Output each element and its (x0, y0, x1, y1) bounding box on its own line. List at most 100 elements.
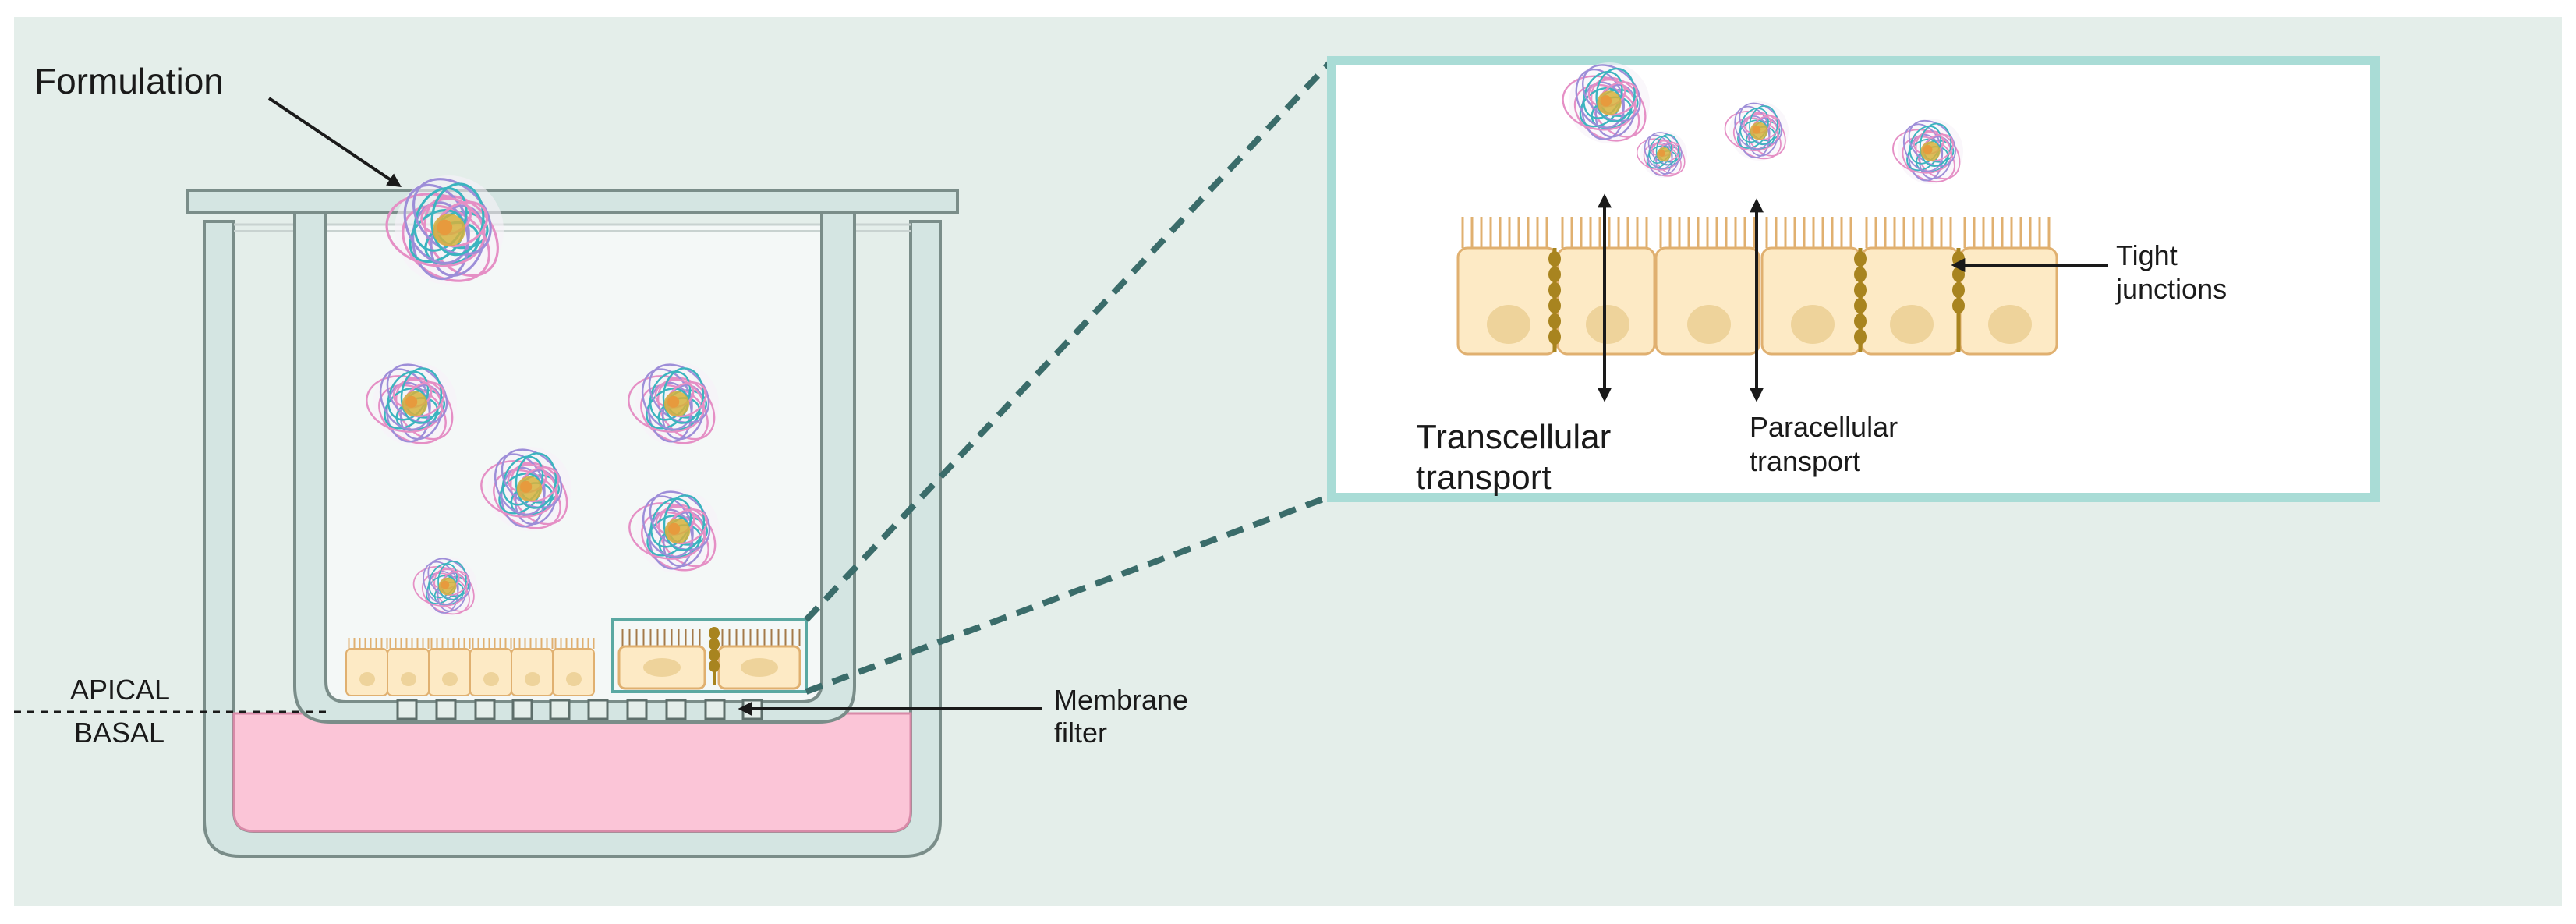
zoom-line-lower (805, 493, 1333, 695)
polymer-strand (1582, 64, 1641, 122)
cell-nucleus (1988, 305, 2032, 344)
nanoparticle (1562, 62, 1650, 143)
polymer-strand (663, 494, 706, 551)
cell-nucleus (643, 658, 681, 677)
particle-core-dot (1923, 145, 1933, 154)
zoom-source-box (611, 618, 808, 693)
nanoparticle (628, 489, 720, 573)
formulation-arrow (267, 97, 402, 188)
nanoparticle (366, 362, 457, 446)
membrane-pore (665, 699, 687, 720)
nanoparticle (412, 557, 477, 616)
membrane-label-line1: Membrane (1054, 684, 1188, 716)
polymer-strand (386, 363, 448, 424)
polymer-strand (515, 452, 557, 509)
polymer-strand (1636, 138, 1680, 171)
tight-junctions-label-line1: Tight (2116, 239, 2178, 271)
basal-label: BASAL (74, 717, 165, 749)
tight-junction (1952, 282, 1965, 298)
tight-junction (1854, 267, 1867, 282)
microvilli (554, 638, 595, 649)
polymer-strand (437, 561, 467, 601)
cell-nucleus (483, 672, 499, 686)
cell-nucleus (1586, 305, 1629, 344)
cell-nucleus (566, 672, 582, 686)
polymer-strand (648, 363, 710, 424)
paracellular-label-line2: transport (1750, 445, 1860, 477)
microvilli (513, 638, 554, 649)
cell-nucleus (1890, 305, 1934, 344)
epithelial-cell (387, 648, 430, 696)
epithelial-cell (428, 648, 471, 696)
microvilli (721, 629, 801, 646)
membrane-pore (549, 699, 571, 720)
polymer-strand (1595, 67, 1636, 122)
microvilli (430, 638, 471, 649)
microvilli (1461, 217, 1548, 248)
tight-junction (1854, 282, 1867, 298)
apical-label: APICAL (70, 674, 170, 706)
formulation-label: Formulation (34, 61, 224, 101)
transcellular-label-line2: transport (1416, 458, 1552, 497)
membrane-pore (626, 699, 648, 720)
nanoparticle (1892, 119, 1963, 184)
transwell-well (186, 189, 959, 858)
cell-nucleus (741, 658, 778, 677)
nanoparticle (385, 175, 504, 285)
polymer-strand (1908, 119, 1956, 167)
cell-nucleus (1791, 305, 1835, 344)
cell-nucleus (1487, 305, 1530, 344)
polymer-strand (1724, 111, 1779, 151)
cell-nucleus (442, 672, 458, 686)
microvilli (348, 638, 388, 649)
particle-core-dot (520, 480, 533, 493)
microvilli (1963, 217, 2051, 248)
particle-core-dot (1658, 150, 1665, 157)
tight-junction (1548, 313, 1561, 329)
microvilli (389, 638, 430, 649)
insert-wall (293, 211, 856, 724)
tight-junction (1548, 267, 1561, 282)
polymer-strand (366, 375, 443, 433)
epithelial-cell (345, 648, 388, 696)
polymer-strand (628, 502, 706, 560)
cell-nucleus (525, 672, 540, 686)
nanoparticle (1636, 131, 1687, 178)
nanoparticles (366, 175, 720, 616)
polymer-strand (385, 193, 486, 267)
polymer-strand (480, 460, 557, 518)
microvilli (1865, 217, 1952, 248)
tight-junction (1548, 282, 1561, 298)
highlighted-cells (617, 627, 801, 690)
polymer-strand (1655, 133, 1679, 166)
polymer-strand (1749, 105, 1778, 146)
polymer-strand (412, 566, 468, 607)
membrane-label-line2: filter (1054, 717, 1107, 749)
particle-core-dot (437, 219, 453, 235)
polymer-strand (412, 178, 492, 256)
tight-junction (1854, 313, 1867, 329)
nanoparticle (480, 447, 571, 531)
membrane-filter-pores (396, 699, 763, 720)
zoom-nanoparticles (1562, 62, 1963, 184)
tight-junction (1548, 251, 1561, 267)
polymer-strand (400, 367, 443, 424)
polymer-strand (1562, 75, 1637, 131)
membrane-pore (704, 699, 726, 720)
polymer-strand (649, 490, 711, 551)
insert-fluid (326, 225, 822, 706)
epithelial-cell (552, 648, 595, 696)
polymer-strand (662, 367, 705, 424)
insert-rim (186, 189, 959, 214)
membrane-pore (474, 699, 496, 720)
cell-nucleus (359, 672, 375, 686)
microvilli (472, 638, 512, 649)
basal-medium (232, 712, 912, 833)
membrane-pore (435, 699, 457, 720)
polymer-strand (501, 448, 563, 509)
tight-junction (1952, 267, 1965, 282)
particle-core-dot (1752, 125, 1761, 134)
cell-monolayer (345, 638, 595, 696)
tight-junction (1952, 298, 1965, 313)
